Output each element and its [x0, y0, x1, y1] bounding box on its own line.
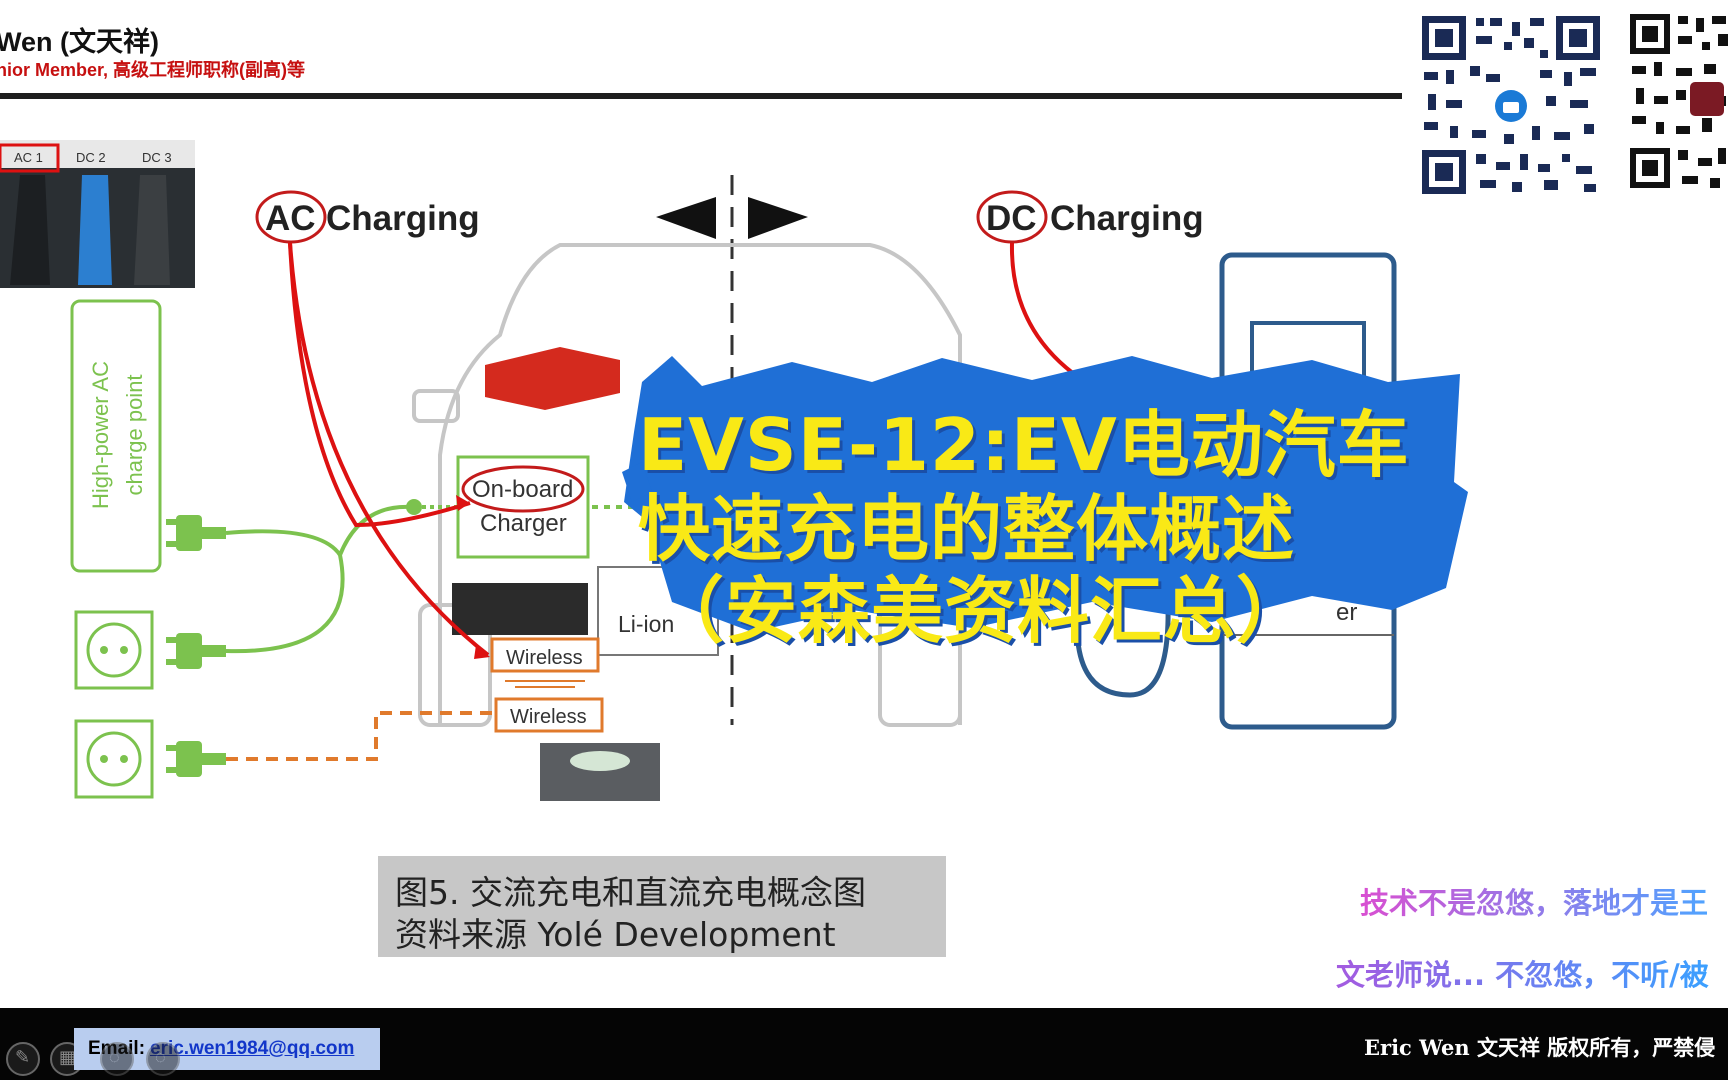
next-tool-button[interactable]: ◌: [146, 1042, 180, 1076]
wireless-label-2: Wireless: [510, 706, 587, 728]
author-name: Wen (文天祥): [0, 27, 159, 57]
video-title-overlay: EVSE-12:EV电动汽车 快速充电的整体概述 （安森美资料汇总）: [612, 352, 1472, 662]
email-link[interactable]: eric.wen1984@qq.com: [150, 1038, 355, 1059]
arrow-left-icon: [656, 197, 716, 239]
plug-label-ac: AC 1: [14, 150, 43, 165]
dc-board-label-2: er: [1336, 599, 1357, 626]
ac-circle-label: AC: [265, 199, 316, 238]
circle-icon: ◌: [109, 1047, 120, 1067]
ac-charge-point-panel: [70, 299, 162, 573]
copyright-notice: Eric Wen 文天祥 版权所有，严禁侵: [1364, 1035, 1716, 1060]
slogan-line-2: 文老师说... 不忽悠，不听/被: [1336, 952, 1709, 994]
title-line-3: （安森美资料汇总）: [652, 569, 1310, 653]
wireless-coil-photo: [452, 583, 588, 635]
caption-line-2: 资料来源 Yolé Development: [395, 915, 836, 954]
wireless-box-2: [494, 697, 604, 733]
pen-tool-button[interactable]: ✎: [6, 1042, 40, 1076]
qr-code-icon: [1630, 14, 1728, 188]
onboard-label-1: On-board: [472, 476, 573, 503]
plug-photo: AC 1 DC 2 DC 3: [0, 140, 195, 288]
dc-circle-label: DC: [986, 199, 1037, 238]
qr-code-wechat[interactable]: [1420, 14, 1602, 196]
grid-icon: ▦: [59, 1047, 77, 1067]
charging-concept-diagram: AC 1 DC 2 DC 3 AC Charging DC Charging: [0, 135, 1420, 840]
slogan-line-1: 技术不是忽悠，落地才是王: [1360, 880, 1708, 922]
qr-code-icon: [1422, 16, 1600, 194]
figure-caption: 图5. 交流充电和直流充电概念图 资料来源 Yolé Development: [378, 856, 946, 957]
arrow-right-icon: [748, 197, 808, 239]
plug-icon: [166, 515, 226, 551]
wireless-label-1: Wireless: [506, 647, 583, 669]
battery-label: Li-ion: [618, 611, 674, 637]
header-divider: [0, 93, 1402, 99]
plug-icon: [166, 633, 226, 669]
title-line-1: EVSE-12:EV电动汽车: [638, 403, 1410, 487]
ac-point-label-2: charge point: [122, 374, 147, 495]
onboard-label-2: Charger: [480, 510, 567, 537]
dc-circle: [976, 190, 1048, 244]
qr-code-bilibili[interactable]: [1628, 12, 1728, 190]
author-title: nior Member, 高级工程师职称(副高)等: [0, 60, 306, 80]
ac-charging-label: Charging: [326, 199, 480, 238]
caption-line-1: 图5. 交流充电和直流充电概念图: [395, 873, 866, 912]
footer-bar: ✎ ▦ Email: eric.wen1984@qq.com ◌ ◌ Eric …: [0, 1008, 1728, 1080]
pen-icon: ✎: [15, 1047, 31, 1067]
slide: Wen (文天祥) nior Member, 高级工程师职称(副高)等: [0, 12, 1728, 994]
circle-icon: ◌: [155, 1047, 166, 1067]
plug-label-dc3: DC 3: [142, 150, 172, 165]
inverter-module: [485, 347, 620, 410]
ac-circle: [255, 190, 327, 244]
ac-point-label-1: High-power AC: [88, 361, 113, 509]
plug-icon: [166, 741, 226, 777]
socket-icon: [74, 719, 154, 799]
charging-diagram-svg: AC 1 DC 2 DC 3 AC Charging DC Charging: [0, 140, 1397, 801]
title-line-2: 快速充电的整体概述: [638, 487, 1296, 571]
wireless-box-1: [490, 637, 600, 673]
dc-charging-label: Charging: [1050, 199, 1204, 238]
prev-tool-button[interactable]: ◌: [100, 1042, 134, 1076]
plug-label-dc2: DC 2: [76, 150, 106, 165]
title-backdrop: [622, 356, 1468, 632]
socket-icon: [74, 610, 154, 690]
onboard-charger-box: [456, 455, 590, 559]
